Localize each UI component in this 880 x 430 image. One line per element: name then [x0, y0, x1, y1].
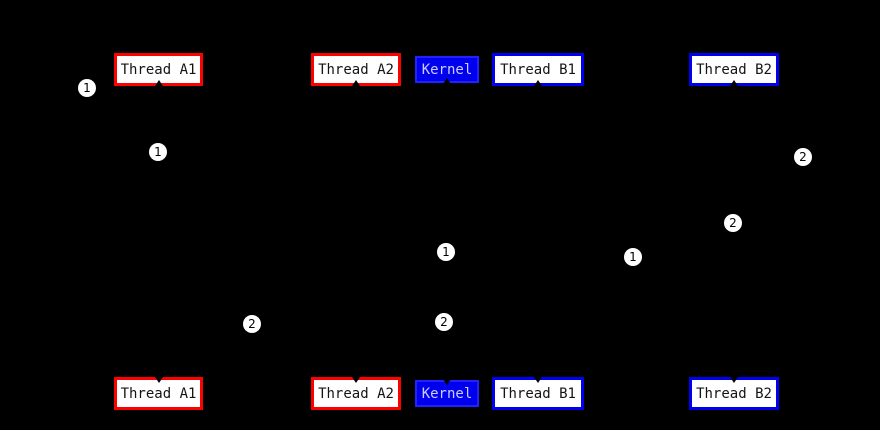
- lifeline-arrowhead-icon: [443, 78, 451, 84]
- actor-box-kernel-bottom: Kernel: [415, 379, 479, 407]
- sequence-marker: 1: [78, 79, 96, 97]
- lifeline-arrowhead-icon: [730, 80, 738, 86]
- lifeline-arrowhead-icon: [730, 377, 738, 383]
- actor-label: Thread B1: [500, 61, 576, 78]
- lifeline-arrowhead-icon: [154, 80, 163, 86]
- sequence-marker-label: 2: [799, 150, 807, 164]
- lifeline-arrowhead-icon: [534, 80, 542, 86]
- lifeline-arrowhead-icon: [352, 377, 360, 383]
- actor-label: Thread A2: [318, 385, 394, 402]
- sequence-marker: 1: [624, 248, 642, 266]
- lifeline-arrowhead-icon: [443, 379, 451, 385]
- sequence-marker: 1: [149, 143, 167, 161]
- sequence-marker: 1: [437, 243, 455, 261]
- actor-box-thread-a2-bottom: Thread A2: [311, 377, 401, 410]
- sequence-marker: 2: [724, 214, 742, 232]
- actor-box-thread-b2-top: Thread B2: [689, 53, 779, 86]
- actor-box-thread-b2-bottom: Thread B2: [689, 377, 779, 410]
- actor-label: Kernel: [421, 385, 473, 402]
- actor-box-thread-b1-top: Thread B1: [492, 53, 584, 86]
- actor-label: Thread A1: [120, 385, 197, 402]
- sequence-marker-label: 1: [83, 81, 91, 95]
- sequence-marker-label: 1: [629, 250, 637, 264]
- sequence-marker: 2: [435, 313, 453, 331]
- actor-label: Thread A1: [120, 61, 197, 78]
- actor-box-thread-a1-top: Thread A1: [114, 53, 203, 86]
- sequence-marker-label: 2: [729, 216, 737, 230]
- sequence-marker: 2: [243, 315, 261, 333]
- lifeline-arrowhead-icon: [154, 377, 163, 383]
- sequence-marker-label: 2: [440, 315, 448, 329]
- actor-label: Thread A2: [318, 61, 394, 78]
- actor-label: Thread B1: [500, 385, 576, 402]
- sequence-marker: 2: [794, 148, 812, 166]
- actor-box-kernel-top: Kernel: [415, 56, 479, 84]
- sequence-marker-label: 1: [154, 145, 162, 159]
- sequence-marker-label: 1: [442, 245, 450, 259]
- lifeline-arrowhead-icon: [534, 377, 542, 383]
- sequence-marker-label: 2: [248, 317, 256, 331]
- actor-box-thread-a1-bottom: Thread A1: [114, 377, 203, 410]
- actor-label: Kernel: [421, 61, 473, 78]
- actor-box-thread-a2-top: Thread A2: [311, 53, 401, 86]
- actor-label: Thread B2: [696, 61, 772, 78]
- lifeline-arrowhead-icon: [352, 80, 360, 86]
- actor-box-thread-b1-bottom: Thread B1: [492, 377, 584, 410]
- actor-label: Thread B2: [696, 385, 772, 402]
